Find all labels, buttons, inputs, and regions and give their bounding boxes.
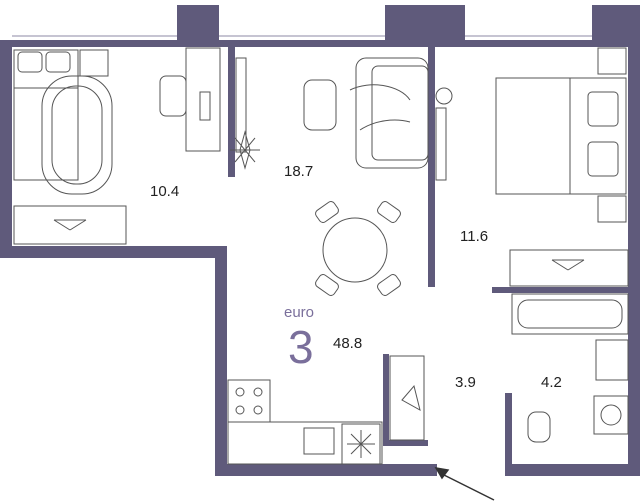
dining-table-icon (315, 201, 401, 296)
bottom-wall-left (215, 464, 437, 476)
double-bed-icon (495, 77, 627, 195)
top-wall (0, 40, 640, 47)
nightstand-right-icon (597, 47, 627, 223)
stove-icon (227, 379, 271, 423)
closet-bottom-wall (383, 440, 428, 446)
tv-icon (235, 57, 247, 153)
left-lower-wall (215, 246, 227, 476)
room-area-living-room: 18.7 (284, 163, 314, 180)
apartment-type-label: euro (284, 304, 315, 321)
closet-wall (383, 354, 389, 444)
partition-1 (228, 47, 235, 177)
bath-left-wall (505, 393, 512, 468)
wardrobe-right-icon (509, 249, 629, 287)
fridge-icon (341, 423, 381, 465)
room-area-hallway: 3.9 (455, 374, 476, 391)
wardrobe-icon (13, 205, 127, 245)
hallway-wardrobe-icon (389, 355, 425, 441)
bed-icon (13, 49, 79, 181)
partition-2 (428, 47, 435, 287)
left-wall (0, 40, 12, 258)
column-top-2 (385, 5, 465, 47)
room-area-bathroom: 4.2 (541, 374, 562, 391)
nightstand-icon (79, 49, 109, 77)
plant-icon (230, 130, 260, 170)
sink-kitchen-icon (303, 427, 335, 455)
column-top-1 (177, 5, 219, 47)
bath-top-wall (492, 287, 628, 293)
rooms-count: 3 (288, 321, 314, 373)
entrance-arrow-icon (434, 466, 495, 501)
washing-machine-icon (593, 395, 629, 435)
armchair-icon (41, 75, 113, 195)
bottom-wall-right (505, 464, 640, 476)
right-wall (628, 40, 640, 476)
total-area: 48.8 (333, 335, 363, 352)
toilet-icon (527, 411, 551, 443)
kitchen-counter-icon (227, 421, 383, 465)
room-area-bedroom-right: 11.6 (460, 228, 489, 245)
sink-icon (595, 339, 629, 381)
sofa-icon (349, 57, 429, 169)
bottom-left-wall (0, 246, 226, 258)
room-area-bedroom-left: 10.4 (150, 183, 180, 200)
tv-right-icon (435, 87, 453, 181)
walls (0, 5, 640, 476)
column-top-3 (592, 5, 640, 45)
desk-icon (159, 47, 221, 152)
coffee-table-icon (303, 79, 337, 131)
bathtub-icon (511, 293, 629, 335)
